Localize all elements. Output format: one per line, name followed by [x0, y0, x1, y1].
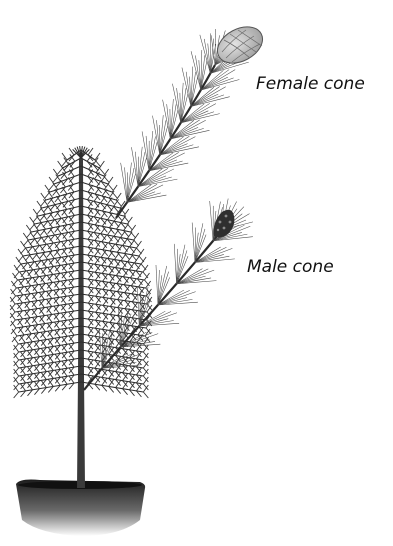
- female-cone-label: Female cone: [256, 74, 365, 94]
- male-cone-label: Male cone: [247, 257, 334, 277]
